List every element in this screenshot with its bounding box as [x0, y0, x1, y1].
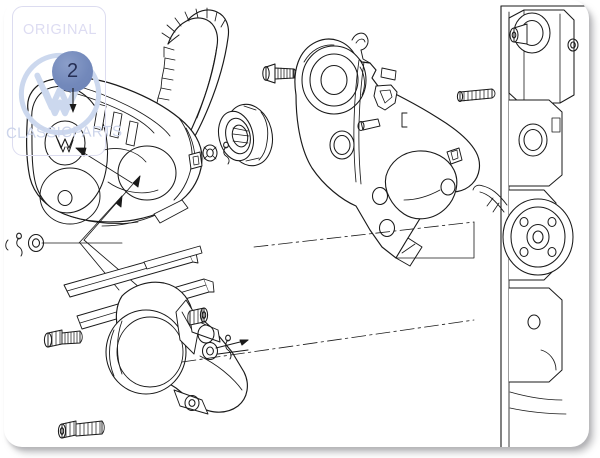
engine-block-part [472, 5, 589, 447]
washer-clip-left-part [5, 232, 45, 257]
mid-bolt-part [187, 307, 209, 326]
washer-set-part [202, 141, 230, 165]
mid-washer-clip-part [201, 334, 249, 361]
tensioner-pulley-part [217, 103, 273, 167]
parts-diagram-card: ORIGINAL CLASSICPARTS 2 [4, 0, 589, 447]
crank-pulley-part [472, 184, 574, 276]
vw-emblem [44, 120, 86, 166]
callout-leader-arrow-icon [69, 88, 77, 113]
assembly-guide-line [395, 221, 475, 259]
lower-bolt-bottom-part [57, 420, 105, 439]
exploded-parts-diagram [5, 5, 589, 447]
block-bolt-part [456, 88, 496, 103]
lower-bolt-left-part [43, 329, 83, 348]
lower-cover-part [105, 281, 248, 415]
callout-badge-2[interactable]: 2 [52, 51, 93, 92]
rear-cover-plate-part [294, 32, 481, 267]
tensioner-bolt-part [262, 63, 297, 84]
centerline [181, 221, 475, 363]
